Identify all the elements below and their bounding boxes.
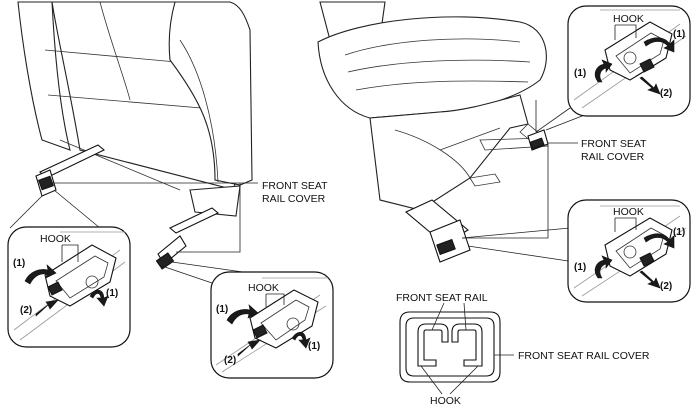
step-1-label: (1) xyxy=(216,304,228,315)
step-1-label: (1) xyxy=(574,262,586,273)
left-rail-cover-label: FRONT SEAT RAIL COVER xyxy=(262,180,328,205)
curved-arrow-icon xyxy=(24,264,57,285)
step-1-label: (1) xyxy=(574,68,586,79)
detail-box-left-lower: HOOK (1) (1) (2) xyxy=(210,271,334,379)
right-seat-illustration xyxy=(317,1,549,263)
hook-label: HOOK xyxy=(613,206,644,218)
step-1-label: (1) xyxy=(673,227,685,238)
hook-label: HOOK xyxy=(430,395,461,407)
hook-label: HOOK xyxy=(248,282,279,294)
hook-label: HOOK xyxy=(40,233,71,245)
detail-box-right-lower: HOOK (1) (1) (2) xyxy=(567,199,691,303)
straight-arrow-icon xyxy=(237,339,261,357)
curved-arrow-icon xyxy=(643,233,675,249)
right-rail-cover-label: FRONT SEAT RAIL COVER xyxy=(581,138,647,163)
step-2-label: (2) xyxy=(660,281,672,292)
left-rail-cover-leader xyxy=(48,182,258,253)
step-1-label: (1) xyxy=(106,288,118,299)
curved-arrow-icon xyxy=(291,331,311,349)
step-1-label: (1) xyxy=(13,258,25,269)
rail-cover-label-line2: RAIL COVER xyxy=(581,151,645,163)
right-rail-cover-leader xyxy=(462,100,578,239)
rail-cross-section: FRONT SEAT RAIL FRONT SEAT RAIL COVER HO… xyxy=(396,292,650,407)
step-2-label: (2) xyxy=(660,88,672,99)
curved-arrow-icon xyxy=(594,255,613,279)
step-2-label: (2) xyxy=(20,305,32,316)
detail-box-right-upper: HOOK (1) (1) (2) xyxy=(567,5,691,117)
curved-arrow-icon xyxy=(594,59,613,83)
curved-arrow-icon xyxy=(226,304,259,325)
left-seat-illustration xyxy=(17,1,253,270)
step-1-label: (1) xyxy=(673,29,685,40)
curved-arrow-icon xyxy=(643,37,675,53)
detail-connector xyxy=(9,189,101,229)
straight-arrow-icon xyxy=(35,299,59,317)
front-seat-rail-cover-label: FRONT SEAT RAIL COVER xyxy=(518,350,650,362)
step-2-label: (2) xyxy=(224,355,236,366)
detail-connector xyxy=(161,261,251,284)
straight-arrow-icon xyxy=(639,76,661,95)
detail-box-left-upper: HOOK (1) (1) (2) xyxy=(7,226,131,348)
front-seat-rail-label: FRONT SEAT RAIL xyxy=(396,292,488,304)
curved-arrow-icon xyxy=(89,289,109,307)
step-1-label: (1) xyxy=(308,341,320,352)
detail-connector xyxy=(461,227,576,263)
hook-label: HOOK xyxy=(613,13,644,25)
rail-cover-label-line1: FRONT SEAT xyxy=(262,180,328,192)
rail-cover-label-line2: RAIL COVER xyxy=(262,193,326,205)
rail-cover-label-line1: FRONT SEAT xyxy=(581,138,647,150)
straight-arrow-icon xyxy=(639,270,661,289)
